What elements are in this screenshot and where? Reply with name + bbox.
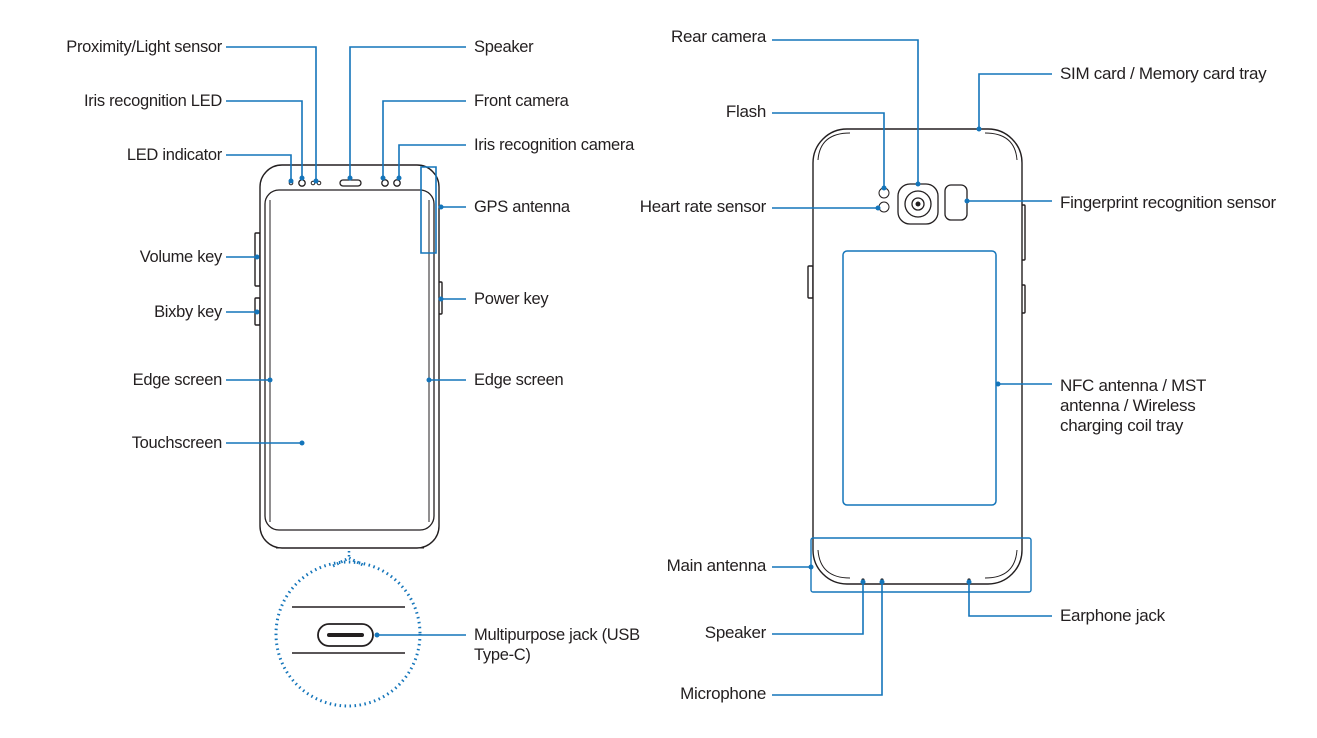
fingerprint-sensor-label: Fingerprint recognition sensor — [1060, 193, 1276, 212]
microphone-label: Microphone — [680, 684, 766, 703]
iris-recognition-camera-label: Iris recognition camera — [474, 136, 635, 154]
front-callouts — [226, 46, 466, 638]
volume-key-label: Volume key — [139, 248, 223, 266]
front-speaker-label: Speaker — [474, 38, 534, 56]
led-indicator-label: LED indicator — [126, 146, 222, 164]
rear-camera-label: Rear camera — [671, 27, 766, 46]
front-phone — [254, 164, 443, 549]
back-phone — [807, 128, 1032, 593]
main-antenna-label: Main antenna — [666, 556, 767, 575]
flash-label: Flash — [725, 102, 766, 121]
iris-recognition-led-label: Iris recognition LED — [84, 92, 222, 110]
gps-antenna-label: GPS antenna — [474, 198, 570, 216]
nfc-mst-wireless-label: NFC antenna / MST antenna / Wireless cha… — [1060, 376, 1206, 435]
front-camera-label: Front camera — [474, 92, 569, 110]
edge-screen-right-label: Edge screen — [474, 371, 564, 389]
edge-screen-left-label: Edge screen — [132, 371, 223, 389]
back-callouts — [772, 39, 1052, 696]
proximity-light-sensor-label: Proximity/Light sensor — [66, 38, 222, 56]
earphone-jack-label: Earphone jack — [1060, 606, 1165, 625]
usb-c-magnifier — [274, 551, 422, 708]
bixby-key-label: Bixby key — [154, 303, 222, 321]
back-speaker-label: Speaker — [704, 623, 767, 642]
touchscreen-label: Touchscreen — [131, 434, 223, 452]
heart-rate-sensor-label: Heart rate sensor — [639, 197, 767, 216]
multipurpose-jack-label: Multipurpose jack (USB Type-C) — [474, 626, 640, 664]
power-key-label: Power key — [474, 290, 549, 308]
sim-memory-card-tray-label: SIM card / Memory card tray — [1060, 64, 1267, 83]
